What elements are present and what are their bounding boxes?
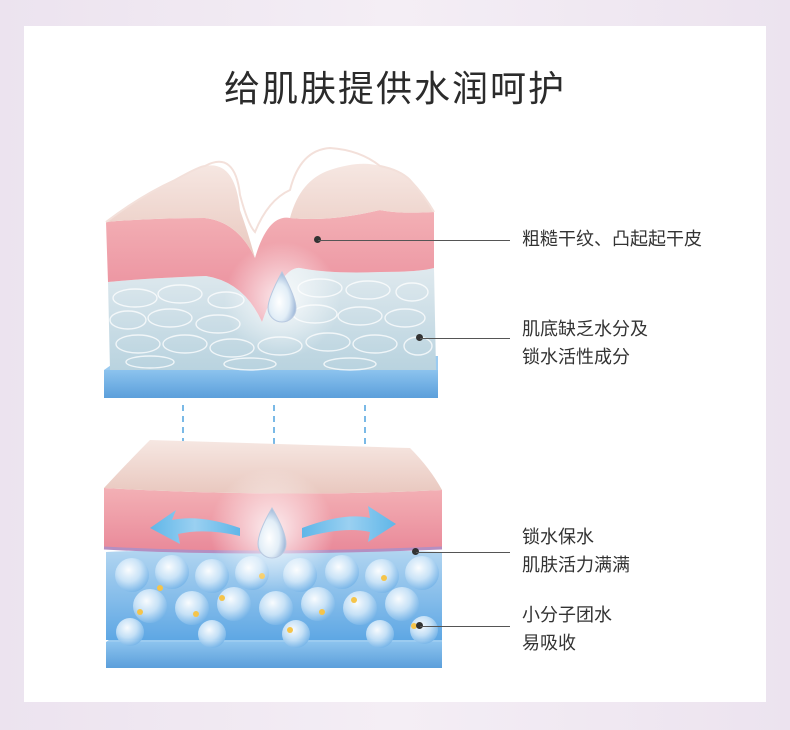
- dry-surface-highlight: [105, 146, 435, 234]
- spread-arrow-right: [302, 506, 396, 542]
- wet-base-layer: [106, 642, 442, 668]
- callout-dot-rough: [314, 236, 321, 243]
- callout-line-rough: [318, 240, 510, 241]
- dry-base-layer: [104, 370, 438, 398]
- callout-dot-small: [416, 622, 423, 629]
- callout-line-lack: [420, 338, 510, 339]
- dry-skin-surface: [106, 163, 434, 258]
- dry-water-drop: [267, 270, 297, 323]
- dry-skin-block: [104, 146, 438, 398]
- callout-dot-lock: [412, 548, 419, 555]
- callout-line-small: [420, 626, 510, 627]
- callout-line-lock: [416, 552, 510, 553]
- label-lock: 锁水保水 肌肤活力满满: [522, 527, 630, 576]
- wet-skin-surface: [104, 440, 442, 494]
- label-rough: 粗糙干纹、凸起起干皮: [522, 229, 702, 250]
- callout-dot-lack: [416, 334, 423, 341]
- label-small: 小分子团水 易吸收: [522, 605, 612, 654]
- spread-arrow-left: [150, 510, 240, 544]
- page-title: 给肌肤提供水润呵护: [223, 69, 566, 110]
- wet-nutrient-dots: [137, 573, 417, 633]
- hydrated-skin-block: [103, 440, 443, 668]
- label-lack: 肌底缺乏水分及 锁水活性成分: [522, 319, 648, 368]
- wet-water-drop: [257, 507, 287, 559]
